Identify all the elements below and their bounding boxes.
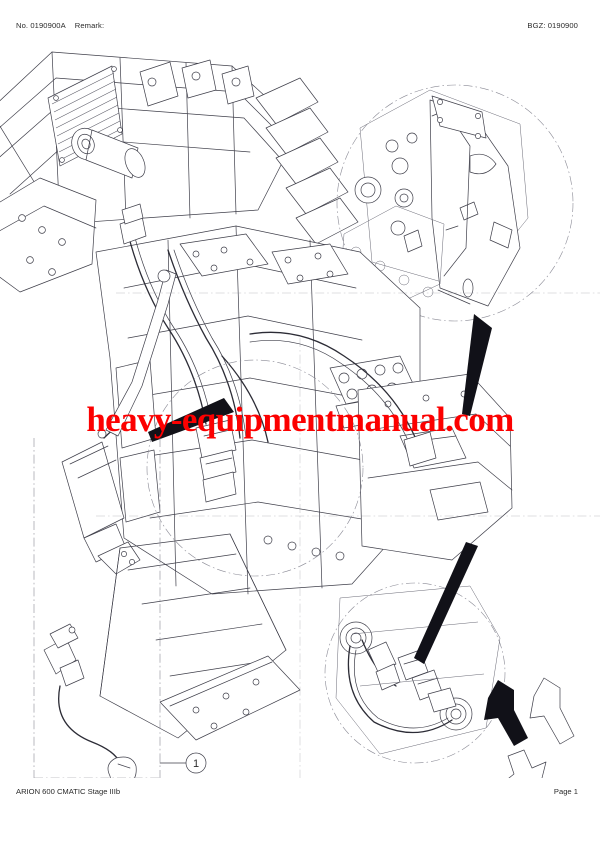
orientation-arrow-solid [484, 680, 528, 746]
detail-circle-center [146, 359, 364, 577]
bolt-row-lower [263, 535, 345, 561]
header-left-group: No. 0190900A Remark: [16, 21, 104, 30]
bgz-number: BGZ: 0190900 [527, 21, 578, 30]
hydraulic-hose-assembly [119, 203, 437, 503]
machine-model-label: ARION 600 CMATIC Stage IIIb [16, 787, 121, 796]
drawing-canvas: .ln { fill:none; stroke:#3f3f4a; stroke-… [0, 51, 600, 778]
electrical-cable-assembly [43, 623, 137, 778]
hose-fitting-right [403, 431, 437, 467]
hose-fitting-mid [195, 419, 237, 503]
technical-drawing: .ln { fill:none; stroke:#3f3f4a; stroke-… [0, 38, 600, 778]
page-header: No. 0190900A Remark: BGZ: 0190900 [0, 21, 600, 35]
section-boundary-lines [33, 292, 600, 778]
page-footer: ARION 600 CMATIC Stage IIIb Page 1 [0, 787, 600, 801]
orientation-arrow-outline-down [507, 749, 547, 778]
callout-balloon-1: 1 [159, 752, 207, 774]
rear-housing [357, 373, 513, 561]
leader-arrow-top-right [462, 314, 492, 416]
orientation-arrow-outline-up [529, 677, 575, 745]
callout-label-1: 1 [193, 758, 199, 770]
orientation-arrows [484, 677, 575, 778]
leader-arrows [148, 314, 492, 664]
drawing-number: No. 0190900A [16, 21, 66, 30]
detail-circle-top-right [336, 84, 574, 322]
remark-label: Remark: [74, 21, 105, 30]
leader-arrow-center-left [148, 398, 234, 442]
upper-left-assembly [0, 51, 359, 293]
leader-arrow-center-right [414, 542, 478, 664]
detail-circle-bottom-right [324, 582, 506, 764]
lower-mounting-frame [99, 533, 301, 741]
hose-fitting-upper-left [119, 203, 147, 245]
oil-filter-cylinder [71, 127, 146, 179]
lower-left-handle-assembly [61, 269, 177, 575]
page-number-label: Page 1 [553, 787, 578, 796]
cooler-fins [255, 77, 359, 245]
